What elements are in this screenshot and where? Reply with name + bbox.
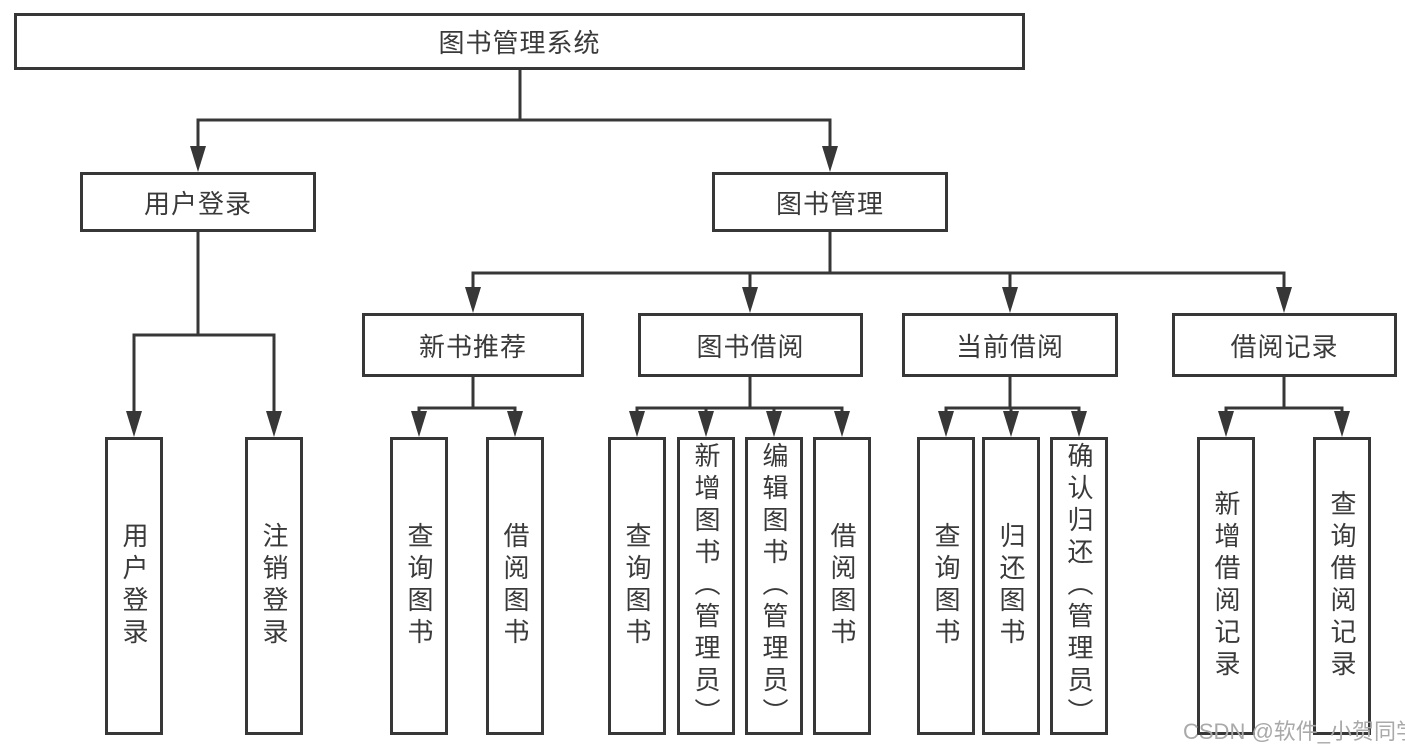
node-root-system: 图书管理系统: [14, 13, 1025, 70]
node-new-book-recommend: 新书推荐: [362, 313, 584, 377]
leaf-borrow-books-1: 借阅图书: [486, 437, 544, 735]
leaf-return-books: 归还图书: [982, 437, 1040, 735]
leaf-borrow-books-2: 借阅图书: [813, 437, 871, 735]
leaf-add-borrow-record: 新增借阅记录: [1197, 437, 1255, 735]
connector-new-books-to-leaves: [417, 377, 517, 414]
leaf-query-books-1: 查询图书: [390, 437, 448, 735]
leaf-query-borrow-record: 查询借阅记录: [1313, 437, 1371, 735]
leaf-logout: 注销登录: [245, 437, 303, 735]
connector-borrow-records-to-leaves: [1224, 377, 1344, 414]
watermark-text: CSDN @软件_小贺同学: [1183, 719, 1405, 744]
connector-book-management-to-level3: [471, 232, 1286, 290]
node-user-login: 用户登录: [80, 172, 316, 232]
connector-user-login-to-leaves: [132, 232, 276, 414]
leaf-add-books-admin: 新增图书（管理员）: [677, 437, 735, 735]
leaf-confirm-return-admin: 确认归还（管理员）: [1050, 437, 1108, 735]
leaf-edit-books-admin: 编辑图书（管理员）: [745, 437, 803, 735]
leaf-user-login: 用户登录: [105, 437, 163, 735]
node-book-management: 图书管理: [712, 172, 948, 232]
connector-root-to-level2: [196, 70, 832, 150]
node-current-borrow: 当前借阅: [902, 313, 1118, 377]
node-book-borrow: 图书借阅: [638, 313, 863, 377]
node-borrow-records: 借阅记录: [1172, 313, 1397, 377]
connector-book-borrow-to-leaves: [635, 377, 844, 414]
leaf-query-books-3: 查询图书: [917, 437, 975, 735]
leaf-query-books-2: 查询图书: [608, 437, 666, 735]
connector-current-borrow-to-leaves: [944, 377, 1081, 414]
